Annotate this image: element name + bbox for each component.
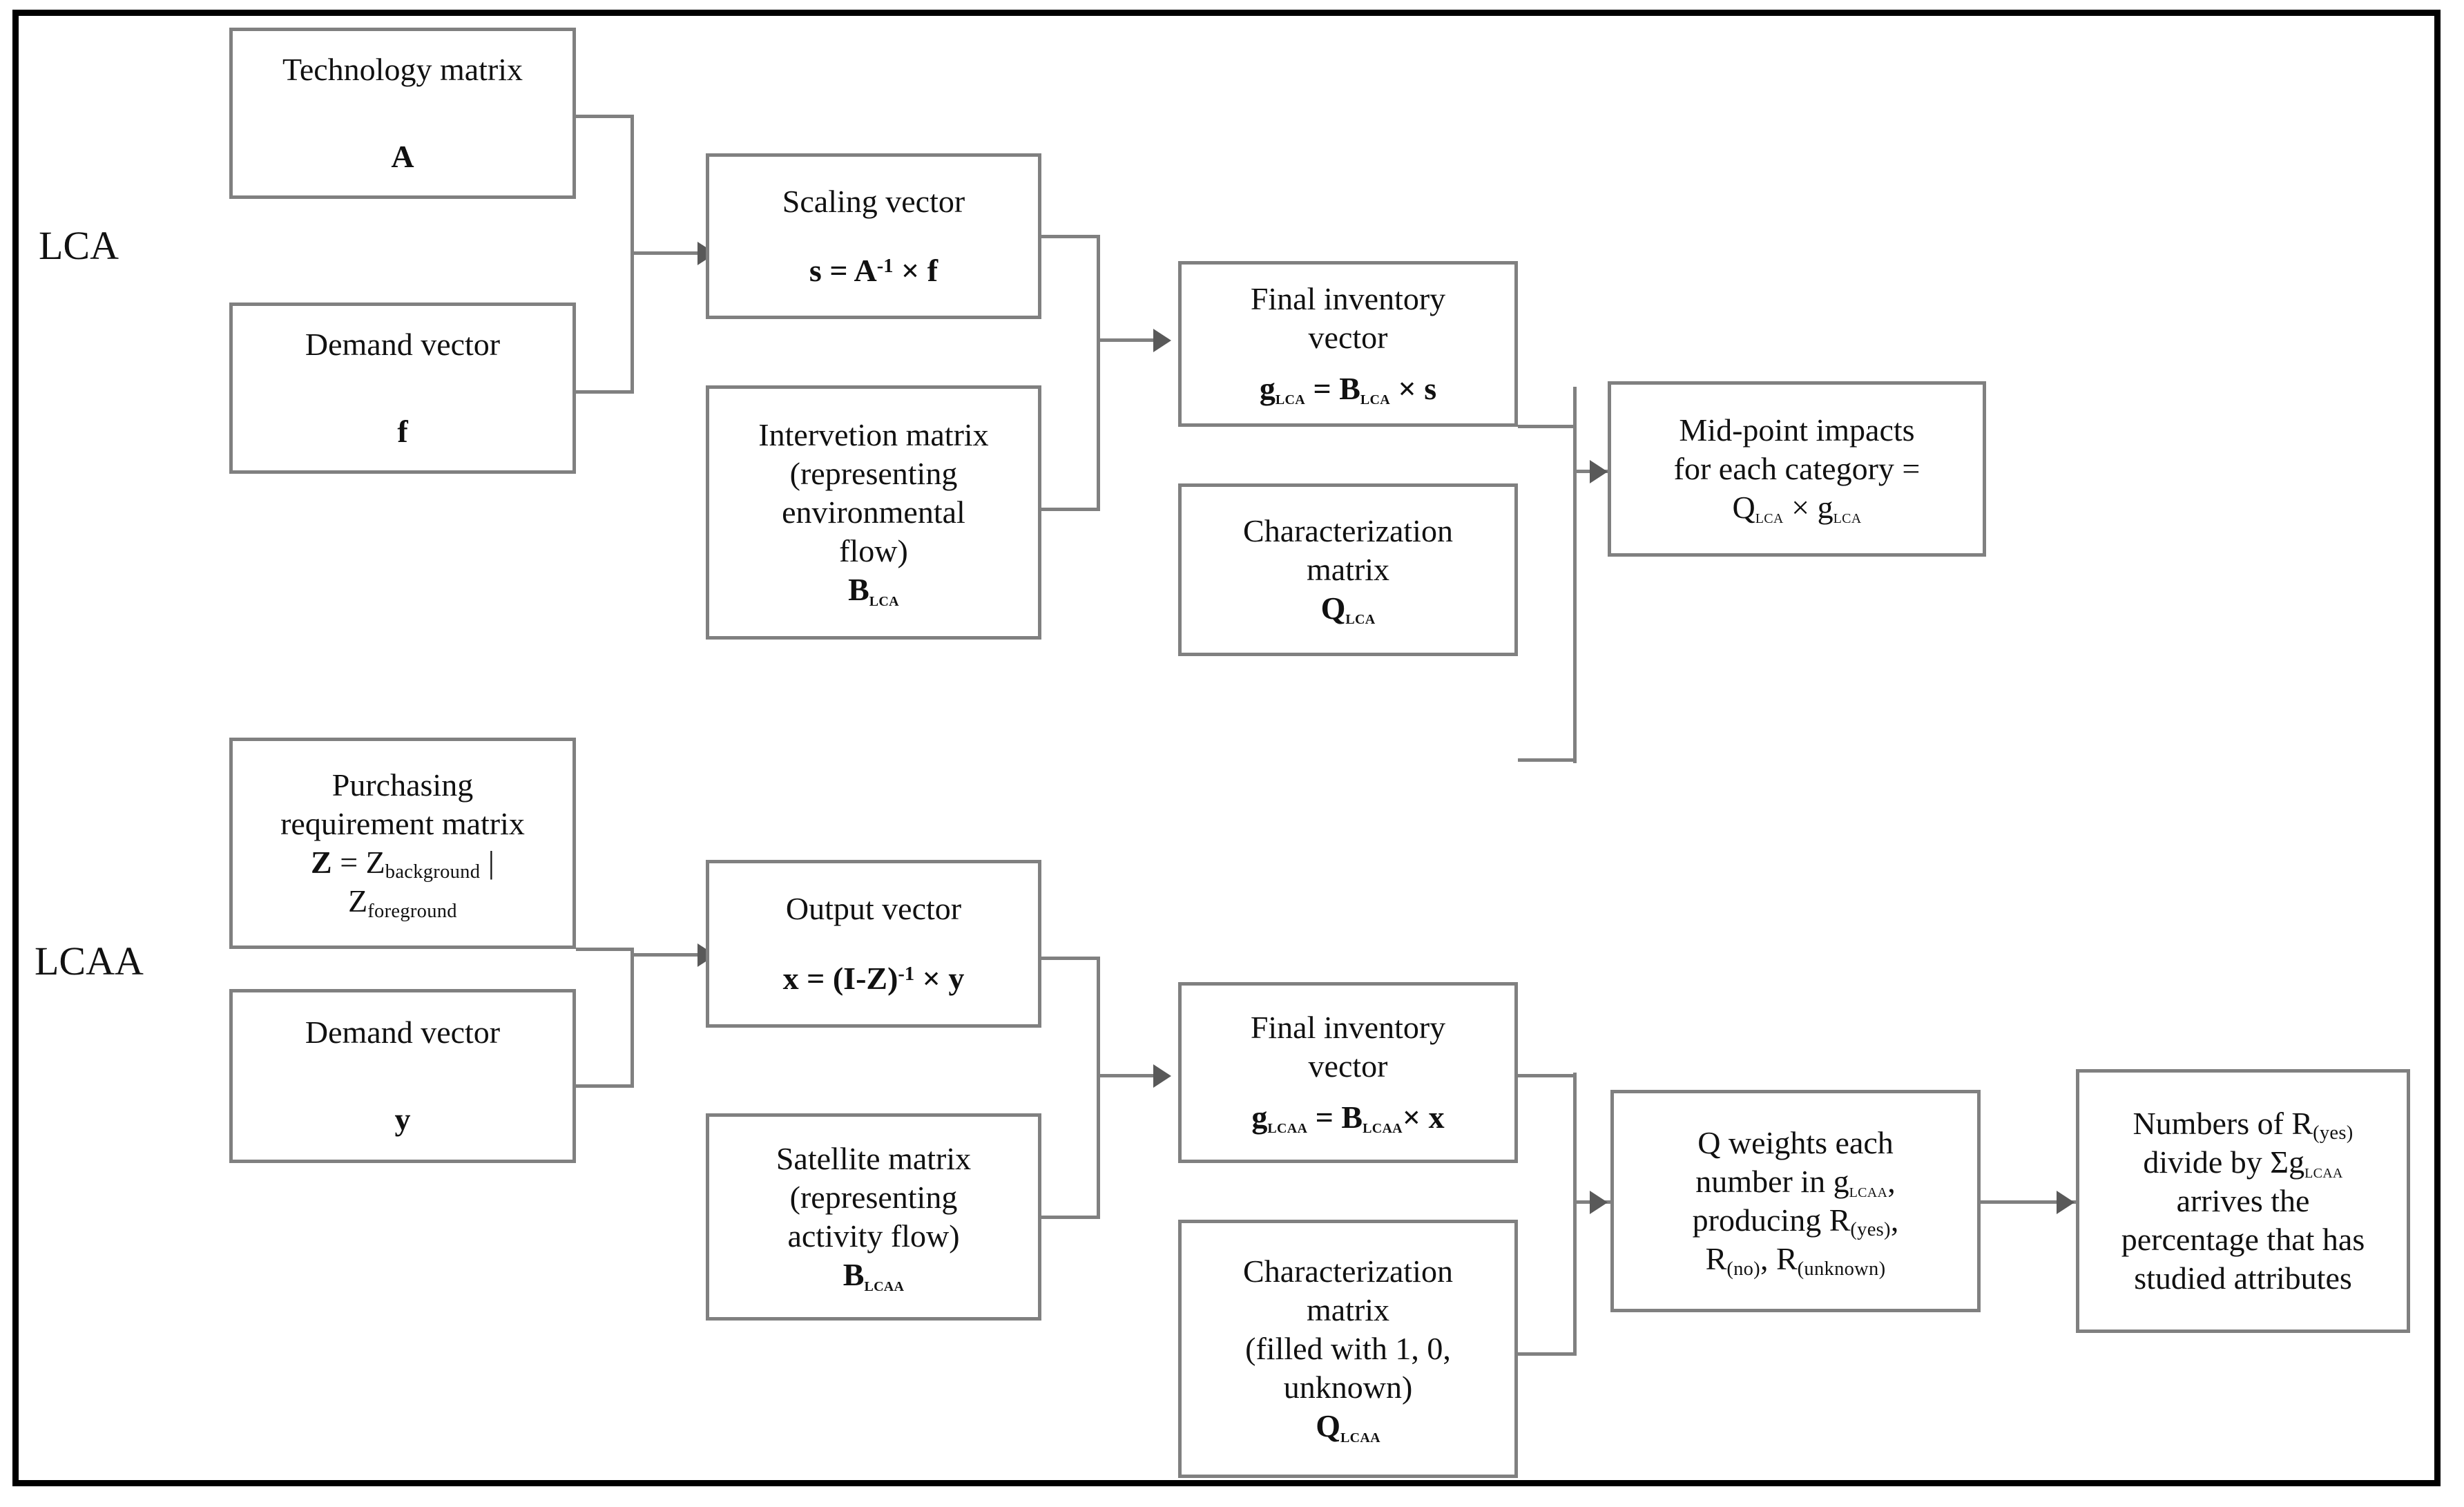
- connector-junction-lcaa-mid: [1097, 957, 1100, 1219]
- node-symbol: A: [391, 139, 414, 174]
- connector-junction-lcaa-out: [1573, 1073, 1577, 1356]
- percentage-line-3: arrives the: [2176, 1182, 2310, 1218]
- percentage-line-1: Numbers of R(yes): [2133, 1105, 2354, 1144]
- node-title-line: for each category =: [1673, 450, 1921, 486]
- connector-junction-lcaa-inputs: [631, 948, 634, 1088]
- node-final-inventory-vector-lcaa: Final inventory vector gLCAA = BLCAA× x: [1178, 982, 1518, 1163]
- node-title-line: requirement matrix: [280, 805, 525, 841]
- q-weights-line-3: producing R(yes),: [1692, 1202, 1899, 1241]
- node-equation-line-1: Z = Zbackground |: [311, 845, 494, 883]
- connector-junction2-to-inventory-lcaa: [1097, 1074, 1168, 1077]
- connector-output-to-junction2: [1041, 957, 1099, 960]
- node-title-line: vector: [1308, 1048, 1388, 1084]
- connector-junction-to-output-vector: [631, 953, 708, 957]
- connector-intervention-to-junction2: [1041, 508, 1099, 511]
- connector-inventory-to-junction3: [1518, 425, 1576, 428]
- node-output-vector: Output vector x = (I-Z)-1 × y: [706, 860, 1041, 1028]
- node-demand-vector-y: Demand vector y: [229, 989, 576, 1163]
- node-title-line: unknown): [1283, 1370, 1413, 1405]
- node-equation-line-2: Zforeground: [348, 883, 457, 922]
- arrowhead-to-percentage-result: [2057, 1191, 2075, 1214]
- node-title-line: Final inventory: [1250, 280, 1446, 316]
- connector-charlcaa-to-junction3: [1518, 1352, 1576, 1356]
- node-characterization-matrix-lcaa: Characterization matrix (filled with 1, …: [1178, 1220, 1518, 1478]
- connector-scaling-to-junction2: [1041, 235, 1099, 238]
- node-equation: gLCA = BLCA × s: [1259, 371, 1437, 410]
- node-satellite-matrix: Satellite matrix (representing activity …: [706, 1113, 1041, 1321]
- node-symbol: y: [394, 1102, 411, 1137]
- node-title-line: (filled with 1, 0,: [1245, 1330, 1451, 1366]
- percentage-line-2: divide by ΣgLCAA: [2143, 1144, 2343, 1183]
- node-symbol: BLCAA: [843, 1257, 905, 1296]
- q-weights-line-1: Q weights each: [1697, 1124, 1894, 1160]
- arrowhead-to-q-weights: [1590, 1191, 1608, 1214]
- node-equation: gLCAA = BLCAA× x: [1251, 1100, 1445, 1138]
- node-symbol: QLCA: [1320, 591, 1376, 629]
- connector-purchasing-to-junction: [576, 948, 634, 951]
- node-title-line: matrix: [1306, 1292, 1390, 1327]
- node-purchasing-requirement-matrix: Purchasing requirement matrix Z = Zbackg…: [229, 738, 576, 949]
- node-title: Output vector: [785, 891, 962, 927]
- node-title-line: Mid-point impacts: [1679, 412, 1915, 448]
- node-symbol: BLCA: [848, 572, 899, 611]
- node-title-line: Satellite matrix: [776, 1140, 972, 1176]
- connector-junction-lca-mid: [1097, 235, 1100, 511]
- q-weights-line-2: number in gLCAA,: [1695, 1163, 1896, 1202]
- figure-outer-frame: [12, 10, 2441, 1486]
- node-title-line: (representing: [789, 1179, 958, 1215]
- node-title-line: Characterization: [1243, 512, 1453, 548]
- node-title: Scaling vector: [782, 183, 965, 219]
- connector-demandf-to-junction: [576, 390, 634, 394]
- section-label-lcaa: LCAA: [35, 939, 144, 983]
- connector-junction-to-scaling: [631, 251, 708, 255]
- node-title-line: vector: [1308, 319, 1388, 355]
- connector-junction2-to-inventory: [1097, 338, 1168, 342]
- node-equation: QLCA × gLCA: [1732, 490, 1862, 528]
- node-title-line: Intervetion matrix: [758, 416, 989, 452]
- arrowhead-to-final-inventory-lca: [1153, 329, 1171, 352]
- node-q-weights: Q weights each number in gLCAA, producin…: [1610, 1090, 1981, 1312]
- node-percentage-result: Numbers of R(yes) divide by ΣgLCAA arriv…: [2076, 1069, 2410, 1333]
- section-label-lca: LCA: [39, 223, 119, 268]
- connector-junction-lca-out: [1573, 387, 1577, 763]
- node-intervention-matrix: Intervetion matrix (representing environ…: [706, 385, 1041, 640]
- node-title-line: activity flow): [787, 1218, 960, 1254]
- node-final-inventory-vector-lca: Final inventory vector gLCA = BLCA × s: [1178, 261, 1518, 427]
- node-scaling-vector: Scaling vector s = A-1 × f: [706, 153, 1041, 319]
- connector-qweights-to-percentage: [1981, 1200, 2077, 1204]
- percentage-line-4: percentage that has: [2121, 1222, 2365, 1258]
- node-characterization-matrix-lca: Characterization matrix QLCA: [1178, 483, 1518, 656]
- q-weights-line-4: R(no), R(unknown): [1705, 1241, 1886, 1280]
- node-title-line: Final inventory: [1250, 1009, 1446, 1045]
- node-symbol: QLCAA: [1316, 1408, 1380, 1447]
- connector-demandy-to-junction: [576, 1084, 634, 1088]
- node-title: Technology matrix: [282, 51, 523, 87]
- node-technology-matrix: Technology matrix A: [229, 28, 576, 199]
- connector-satellite-to-junction2: [1041, 1216, 1099, 1219]
- node-equation: s = A-1 × f: [809, 253, 939, 288]
- node-title: Demand vector: [305, 1014, 501, 1050]
- connector-tech-to-junction: [576, 115, 634, 118]
- percentage-line-5: studied attributes: [2134, 1260, 2352, 1296]
- node-title-line: Purchasing: [331, 767, 474, 803]
- node-demand-vector-f: Demand vector f: [229, 303, 576, 474]
- node-title-line: environmental: [782, 494, 965, 530]
- arrowhead-to-midpoint-impacts: [1590, 460, 1608, 483]
- node-title: Demand vector: [305, 326, 501, 362]
- node-title-line: flow): [839, 533, 908, 569]
- arrowhead-to-final-inventory-lcaa: [1153, 1064, 1171, 1088]
- node-title-line: matrix: [1306, 551, 1390, 587]
- connector-inventory-lcaa-to-junction3: [1518, 1074, 1576, 1077]
- node-title-line: Characterization: [1243, 1253, 1453, 1289]
- node-title-line: (representing: [789, 455, 958, 491]
- node-symbol: f: [397, 414, 408, 449]
- node-midpoint-impacts: Mid-point impacts for each category = QL…: [1608, 381, 1986, 557]
- connector-charlca-to-junction3: [1518, 758, 1576, 762]
- node-equation: x = (I-Z)-1 × y: [782, 960, 965, 996]
